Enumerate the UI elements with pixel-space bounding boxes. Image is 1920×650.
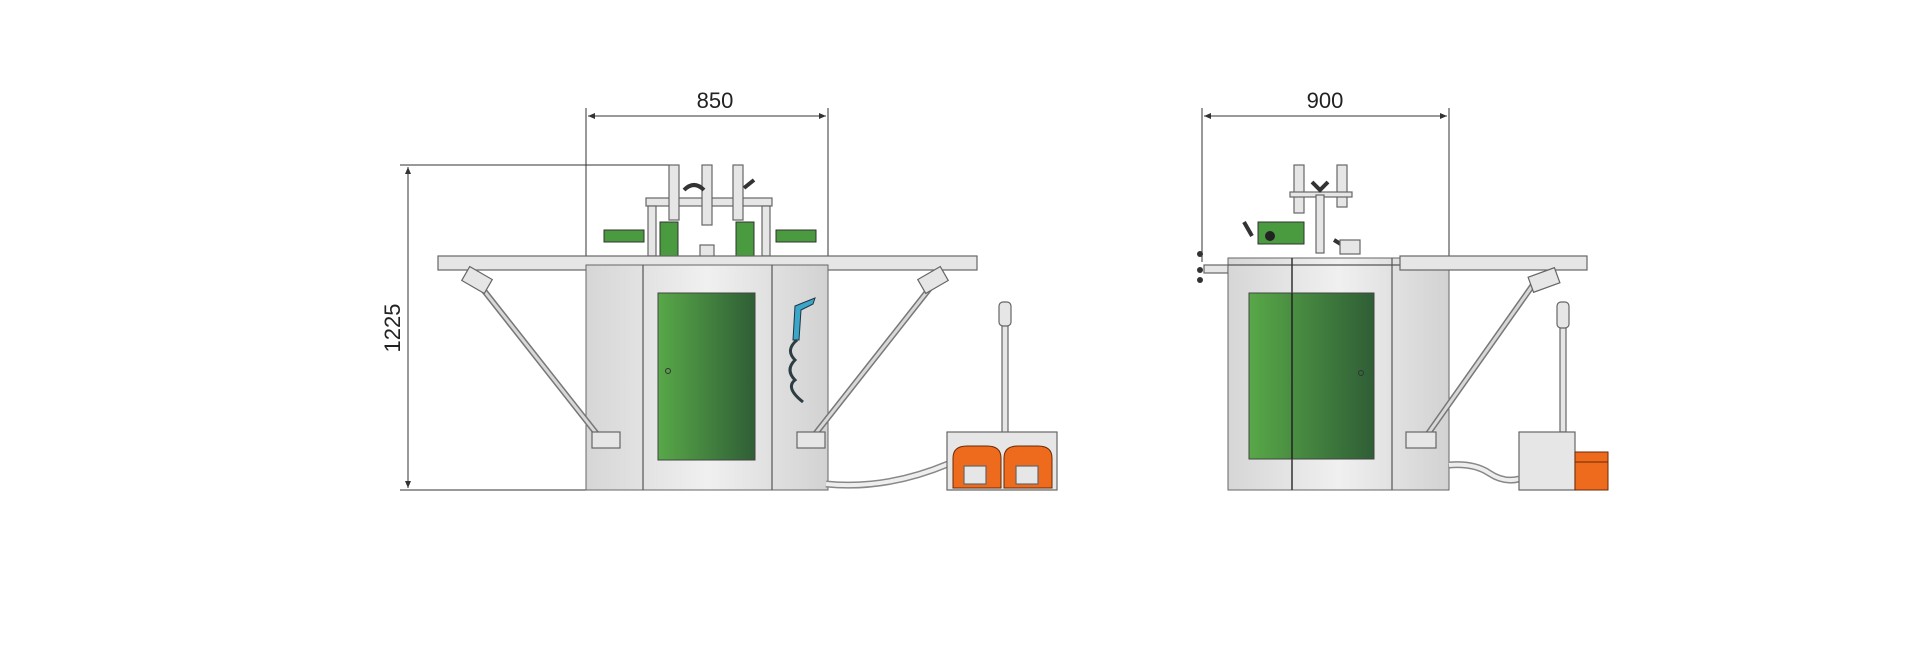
width-dimension-850: 850 [585,88,829,262]
left-brace [460,265,621,449]
height-dimension-1225: 1225 [380,164,670,491]
side-door-knob [1358,370,1364,376]
double-foot-pedal [946,301,1058,491]
height-label: 1225 [380,304,405,353]
front-width-label: 850 [697,88,734,113]
side-door [1248,292,1375,460]
side-air-hose [1448,462,1520,483]
side-foot-pedal [1518,301,1609,491]
side-brace [1405,266,1561,449]
side-view: 900 [1197,88,1609,491]
door-knob [665,368,671,374]
air-gun-icon [788,297,816,404]
side-worktable [1399,255,1588,271]
side-width-label: 900 [1307,88,1344,113]
clamping-head [603,164,817,258]
front-door [657,292,756,461]
side-clamping-head [1197,164,1361,283]
width-dimension-900: 900 [1201,88,1450,262]
air-hose [825,462,949,488]
right-brace [796,265,950,449]
front-view: 850 1225 [380,88,1058,491]
